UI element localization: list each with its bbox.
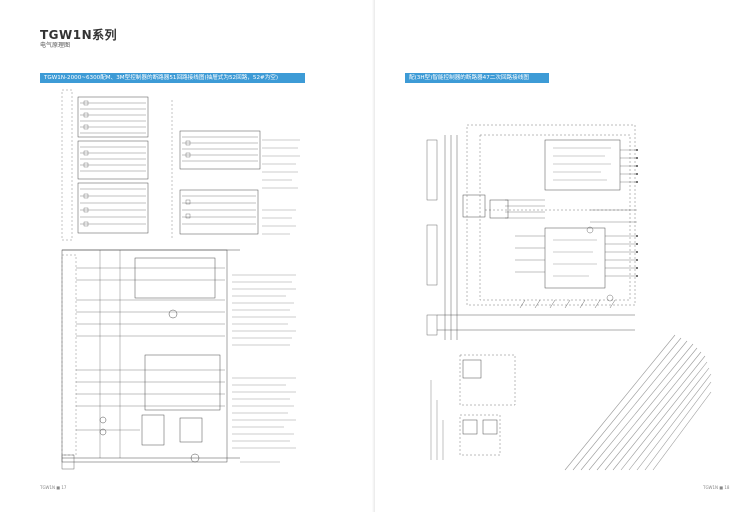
module-box — [489, 199, 509, 219]
right-page-number: TGW1N ■ 18 — [703, 485, 730, 490]
diagram-subtitle: 电气原理图 — [40, 42, 71, 49]
series-title: TGW1N系列 — [40, 28, 118, 42]
controller-unit — [134, 257, 216, 299]
terminal-block — [77, 182, 149, 234]
module-box — [462, 194, 486, 218]
terminal-block — [179, 189, 259, 235]
terminal-block — [77, 140, 149, 180]
right-page: 配(3H型)智能控制器的断路器47二次回路接线图 — [375, 0, 750, 512]
module-box — [141, 414, 165, 446]
left-wiring-diagram — [61, 89, 300, 470]
right-diagram-banner: 配(3H型)智能控制器的断路器47二次回路接线图 — [405, 73, 549, 83]
terminal-block — [77, 96, 149, 138]
left-page-number: TGW1N ■ 17 — [40, 485, 67, 490]
left-page: TGW1N系列 电气原理图 TGW1N-2000~6300配M、3M型控制器的断… — [40, 28, 305, 490]
terminal-block — [179, 130, 261, 170]
module-box — [462, 419, 478, 435]
left-diagram-banner: TGW1N-2000~6300配M、3M型控制器的断路器51回路接线图(抽屉式为… — [40, 73, 305, 83]
controller-unit — [544, 139, 621, 191]
module-box — [179, 417, 203, 443]
right-wiring-diagram — [426, 124, 712, 471]
module-box — [482, 419, 498, 435]
module-box — [462, 359, 482, 379]
controller-unit — [144, 354, 221, 411]
controller-unit — [544, 227, 606, 289]
